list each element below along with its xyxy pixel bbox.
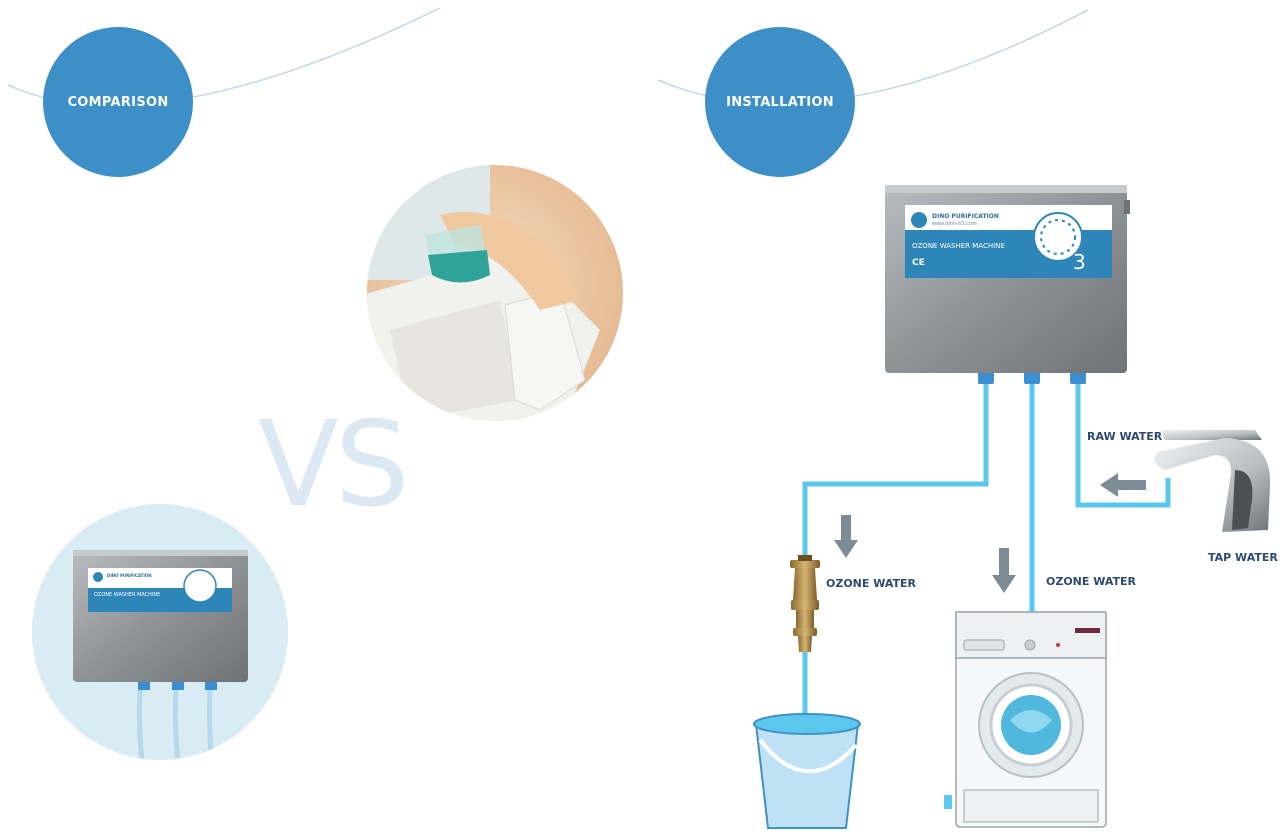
detergent-photo xyxy=(367,165,623,421)
device-o3-symbol: 3 xyxy=(1073,250,1086,274)
tap-water-label: TAP WATER xyxy=(1208,551,1278,564)
water-pipes xyxy=(802,380,1171,716)
ozone-water-label-right: OZONE WATER xyxy=(1046,575,1137,588)
flow-arrows xyxy=(834,473,1146,593)
tap-faucet-icon xyxy=(1154,430,1271,532)
comparison-badge: COMPARISON xyxy=(43,27,193,177)
bucket-icon xyxy=(753,713,861,829)
ozone-washer-device xyxy=(885,185,1130,373)
raw-water-label: RAW WATER xyxy=(1087,430,1163,443)
device-product-name: OZONE WASHER MACHINE xyxy=(912,242,1005,250)
bib-tap-icon xyxy=(790,555,820,652)
installation-badge: INSTALLATION xyxy=(705,27,855,177)
comparison-title: COMPARISON xyxy=(67,94,169,110)
small-device-brand: DINO PURIFICATION xyxy=(107,573,152,578)
washing-machine-icon xyxy=(944,611,1107,828)
device-cert-marks: CE xyxy=(912,258,925,268)
device-brand: DINO PURIFICATION xyxy=(932,213,999,220)
vs-text: VS xyxy=(258,395,410,533)
small-device-product: OZONE WASHER MACHINE xyxy=(94,592,161,598)
pipe-connectors xyxy=(978,372,1086,384)
device-website: www.dino-o3.com xyxy=(932,221,977,227)
installation-title: INSTALLATION xyxy=(726,94,834,110)
ozone-water-label-left: OZONE WATER xyxy=(826,577,917,590)
